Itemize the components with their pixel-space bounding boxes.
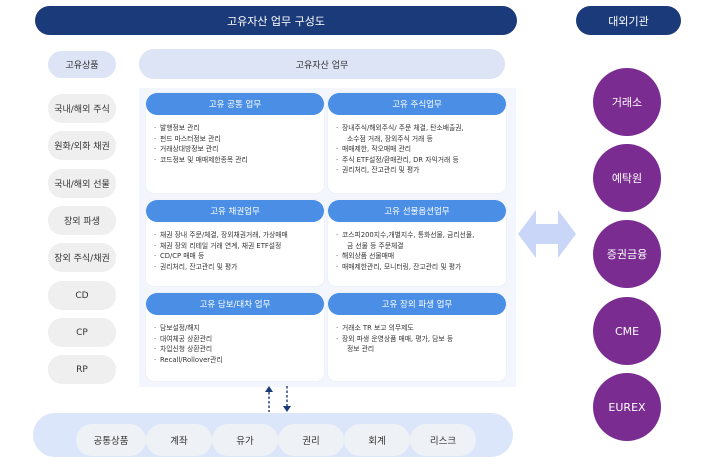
card-title: 고유 채권업무	[146, 200, 324, 222]
card-title: 고유 주식업무	[328, 93, 506, 115]
institution-circle: 거래소	[593, 68, 661, 136]
product-item: 장외 파생	[48, 206, 116, 235]
card-item: 금 선물 등 주문체결	[347, 241, 404, 250]
business-card: 고유 공통 업무 발행정보 관리 펀드 마스터정보 관리 거래상대방정보 관리 …	[146, 93, 324, 193]
card-item: CD/CP 매매 등	[154, 251, 314, 262]
card-item: 거래상대방정보 관리	[154, 144, 314, 155]
common-item: 리스크	[410, 424, 476, 456]
business-heading: 고유자산 업무	[139, 49, 505, 79]
product-item: 원화/외화 채권	[48, 131, 116, 160]
card-item: 대여체공 상환관리	[154, 334, 314, 345]
card-item: 주식 ETF설정/환매관리, DR 자익거래 등	[336, 155, 496, 166]
common-item: 계좌	[146, 424, 212, 456]
card-item: 매매제한, 작오매매 관리	[336, 144, 496, 155]
card-item: 소수점 거래, 장외주식 거래 등	[347, 134, 433, 143]
card-item: Recall/Rollover관리	[154, 355, 314, 366]
product-item: RP	[48, 355, 116, 384]
products-heading: 고유상품	[48, 51, 116, 78]
common-item: 권리	[278, 424, 344, 456]
card-title: 고유 선물옵션업무	[328, 200, 506, 222]
product-item: 국내/해외 주식	[48, 94, 116, 123]
external-title-banner: 대외기관	[576, 6, 681, 35]
card-title: 고유 담보/대차 업무	[146, 293, 324, 315]
card-item: 채권 장외 리테일 거래 연계, 채권 ETF설정	[154, 241, 314, 252]
card-item: 발행정보 관리	[154, 123, 314, 134]
card-item: 차입신청 상환관리	[154, 344, 314, 355]
card-item: 권리처리, 잔고관리 및 평가	[154, 262, 314, 273]
business-card: 고유 주식업무 장내주식/해외주식/ 주문 체결, 탄소배출권, 소수점 거래,…	[328, 93, 506, 193]
card-item: 코드정보 및 매매제한종목 관리	[154, 155, 314, 166]
main-title-banner: 고유자산 업무 구성도	[35, 6, 517, 35]
common-item: 유가	[212, 424, 278, 456]
exchange-arrow-icon	[518, 210, 576, 258]
card-item: 해외상품 선물매매	[336, 251, 496, 262]
business-card: 고유 담보/대차 업무 담보설정/해지 대여체공 상환관리 차입신청 상환관리 …	[146, 293, 324, 381]
product-item: CD	[48, 281, 116, 310]
card-title: 고유 공통 업무	[146, 93, 324, 115]
business-card: 고유 장외 파생 업무 거래소 TR 보고 의무제도 장외 파생 운영상품 매매…	[328, 293, 506, 381]
card-item: 거래소 TR 보고 의무제도	[336, 323, 496, 334]
card-item: 채권 장내 주문/체결, 장외채권거래, 가상매매	[154, 230, 314, 241]
card-item: 펀드 마스터정보 관리	[154, 134, 314, 145]
card-item: 장내주식/해외주식/ 주문 체결, 탄소배출권,	[336, 123, 496, 134]
common-item: 회계	[344, 424, 410, 456]
card-title: 고유 장외 파생 업무	[328, 293, 506, 315]
product-item: 장외 주식/채권	[48, 243, 116, 272]
card-item: 정보 관리	[347, 345, 375, 353]
product-item: CP	[48, 318, 116, 347]
business-card: 고유 채권업무 채권 장내 주문/체결, 장외채권거래, 가상매매 채권 장외 …	[146, 200, 324, 286]
institution-circle: CME	[593, 297, 661, 365]
product-item: 국내/해외 선물	[48, 169, 116, 198]
arrow-up-icon	[265, 386, 273, 412]
common-item: 공통상품	[76, 424, 146, 456]
business-card: 고유 선물옵션업무 코스피200지수,개별지수, 통화선물, 금리선물, 금 선…	[328, 200, 506, 286]
institution-circle: EUREX	[593, 373, 661, 441]
institution-circle: 예탁원	[593, 144, 661, 212]
card-item: 담보설정/해지	[154, 323, 314, 334]
card-item: 코스피200지수,개별지수, 통화선물, 금리선물,	[336, 230, 496, 241]
card-item: 권리처리, 잔고관리 및 평가	[336, 165, 496, 176]
institution-circle: 증권금융	[593, 220, 661, 288]
card-item: 매매제한관리, 모니터링, 잔고관리 및 평가	[336, 262, 496, 273]
card-item: 장외 파생 운영상품 매매, 평가, 담보 등	[336, 334, 496, 345]
arrow-down-icon	[283, 386, 291, 412]
